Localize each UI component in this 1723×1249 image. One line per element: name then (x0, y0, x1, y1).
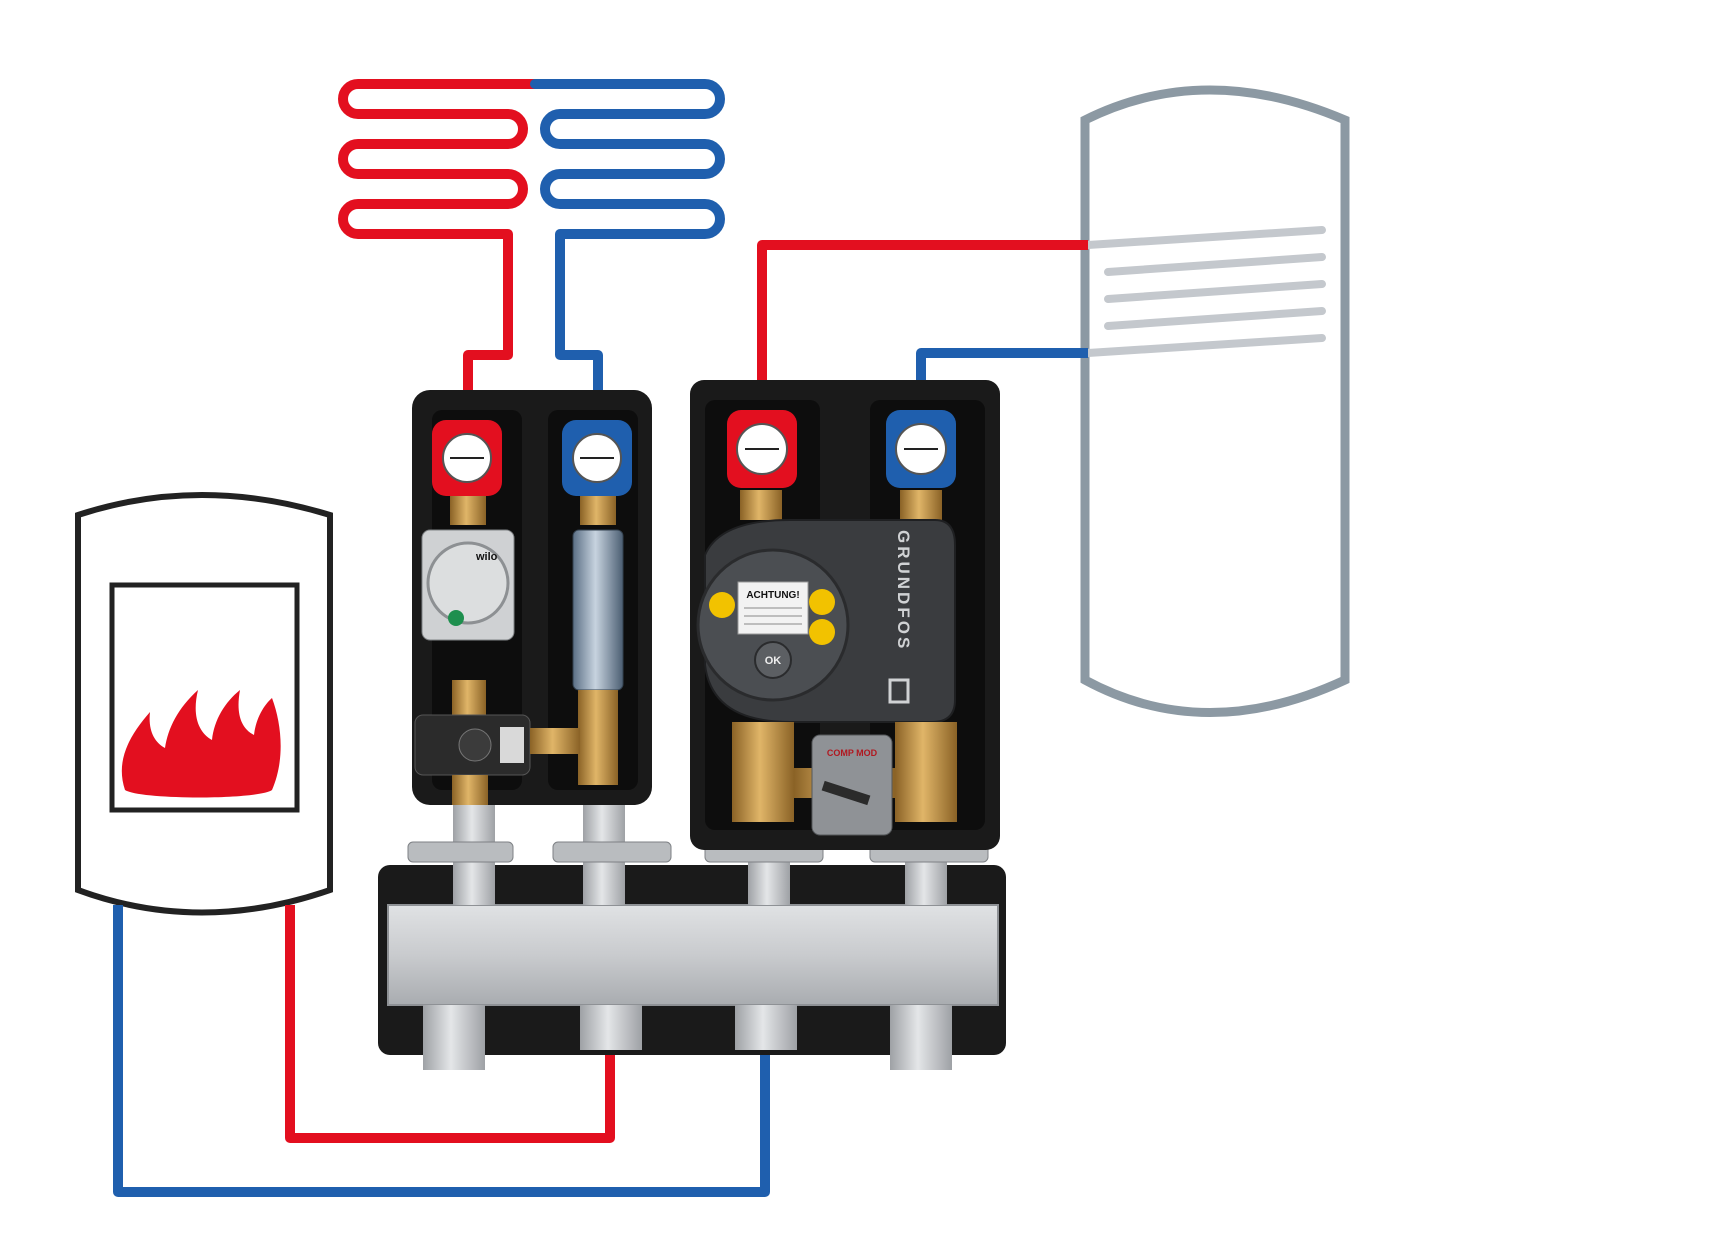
bypass-tube (572, 529, 624, 691)
pump-group-right: ACHTUNG! OK GRUNDFOS COMP MOD (690, 380, 1000, 850)
right-supply-brass (740, 490, 782, 520)
tank-outline (1080, 85, 1350, 717)
small-pump-button-icon (448, 610, 464, 626)
left-return-valve (578, 690, 618, 785)
manifold-bottom-stub-1 (423, 1005, 485, 1070)
left-supply-outlet (452, 775, 488, 805)
mixing-valve-handle-icon (821, 780, 871, 806)
actuator-knob-icon (458, 728, 492, 762)
left-cross-pipe (530, 728, 580, 754)
pump-group-left: wilo (412, 390, 652, 805)
pump-ok-button (754, 641, 792, 679)
floor-heating-return-coil (530, 79, 725, 425)
storage-tank (1080, 85, 1350, 717)
pump-ok-label: OK (765, 655, 782, 667)
flame-icon (121, 690, 281, 798)
pump-mode-icon-left (709, 592, 735, 618)
manifold-bottom-stub-2 (580, 1005, 642, 1050)
tank-heat-exchanger-coil (1084, 226, 1326, 357)
pump-brand-x-mark (888, 678, 910, 704)
distribution-manifold (378, 800, 1006, 1070)
pump-mode-icon-right-bottom (809, 619, 835, 645)
boiler-return-pipe (113, 905, 770, 1197)
manifold-bar (387, 904, 999, 1006)
pump-mode-icon-right-top (809, 589, 835, 615)
floor-heating-supply-coil (338, 79, 540, 425)
tank-supply-pipe (757, 240, 1088, 420)
manifold-bottom-stub-3 (735, 1005, 797, 1050)
small-pump-head (426, 541, 510, 625)
boiler-supply-pipe (285, 905, 615, 1143)
small-pump-brand: wilo (475, 551, 498, 563)
mixing-valve-label: COMP MOD (827, 748, 878, 758)
boiler (75, 492, 333, 916)
mixing-valve-actuator (811, 734, 893, 836)
flange-2 (552, 841, 672, 863)
pump-brand-label: GRUNDFOS (894, 530, 913, 651)
manifold-bottom-stub-4 (890, 1005, 952, 1070)
floor-heating-coil (338, 79, 725, 425)
mixing-valve-body-right (895, 722, 957, 822)
flange-1 (407, 841, 514, 863)
actuator-label (500, 727, 524, 763)
right-return-brass (900, 490, 942, 520)
mixing-valve-body-left (732, 722, 794, 822)
pump-warning-text: ACHTUNG! (746, 590, 799, 601)
